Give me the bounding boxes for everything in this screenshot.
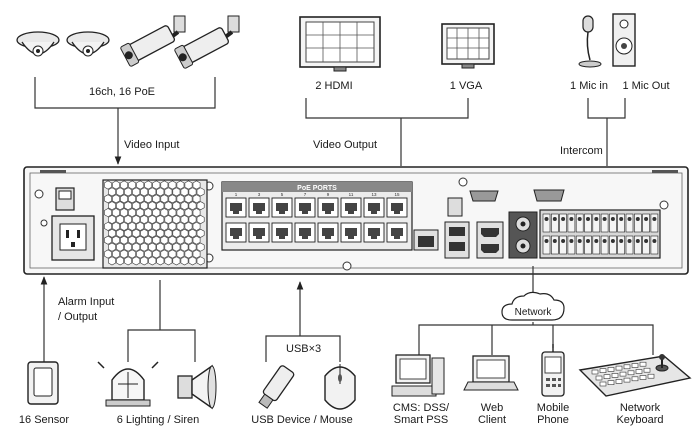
poe-port-number: 5 bbox=[281, 192, 284, 197]
poe-port-number: 15 bbox=[394, 192, 400, 197]
mobile-phone-line2: Phone bbox=[537, 414, 569, 426]
speaker-icon bbox=[612, 13, 636, 67]
poe-port bbox=[271, 222, 293, 243]
alarm-connector bbox=[40, 276, 196, 362]
alarm-title-line2: / Output bbox=[58, 311, 98, 323]
cms-label-line2: Smart PSS bbox=[393, 414, 449, 426]
mobile-phone-icon bbox=[541, 344, 565, 397]
dome-camera-icon bbox=[66, 31, 110, 57]
lan-port-icon bbox=[413, 229, 439, 251]
network-cloud-label: Network bbox=[514, 307, 552, 318]
usb-stick-icon bbox=[258, 365, 295, 409]
laptop-icon bbox=[463, 355, 519, 391]
cameras-count-label: 16ch, 16 PoE bbox=[88, 86, 156, 98]
fan-grille-icon bbox=[102, 179, 208, 269]
poe-port bbox=[248, 197, 270, 218]
usb-title: USB×3 bbox=[286, 343, 322, 355]
web-client-line1: Web bbox=[480, 402, 504, 414]
video-output-connector bbox=[305, 98, 469, 166]
poe-port bbox=[294, 222, 316, 243]
poe-port bbox=[317, 197, 339, 218]
poe-port bbox=[294, 197, 316, 218]
intercom-connector bbox=[587, 98, 626, 166]
hdmi-count-label: 2 HDMI bbox=[315, 80, 353, 92]
mic-out-label: 1 Mic Out bbox=[622, 80, 670, 92]
sensor-label: 16 Sensor bbox=[18, 414, 70, 426]
usb-connector bbox=[265, 281, 341, 362]
chassis-screws bbox=[34, 177, 669, 271]
web-client-line2: Client bbox=[477, 414, 507, 426]
power-socket-icon bbox=[51, 215, 95, 261]
usb-devices-label: USB Device / Mouse bbox=[251, 414, 353, 426]
network-keyboard-line2: Keyboard bbox=[616, 414, 664, 426]
poe-header: PoE PORTS bbox=[297, 185, 337, 192]
lighting-siren-label: 6 Lighting / Siren bbox=[116, 414, 200, 426]
bullet-camera-icon bbox=[174, 15, 240, 69]
poe-port-number: 13 bbox=[371, 192, 377, 197]
hdmi-ports-icon bbox=[476, 221, 504, 259]
video-input-connector bbox=[34, 77, 216, 165]
hdmi-monitor-icon bbox=[299, 16, 381, 72]
poe-port bbox=[386, 222, 408, 243]
vga-monitor-icon bbox=[441, 23, 495, 69]
poe-port bbox=[386, 197, 408, 218]
usb-ports-icon bbox=[444, 221, 470, 259]
bullet-camera-icon bbox=[120, 15, 186, 67]
dome-camera-icon bbox=[16, 31, 60, 57]
poe-port bbox=[340, 197, 362, 218]
poe-port-number: 1 bbox=[235, 192, 238, 197]
cms-label-line1: CMS: DSS/ bbox=[392, 402, 450, 414]
network-keyboard-line1: Network bbox=[619, 402, 661, 414]
mic-in-label: 1 Mic in bbox=[570, 80, 608, 92]
poe-port bbox=[271, 197, 293, 218]
power-switch-icon bbox=[55, 187, 75, 211]
poe-port bbox=[340, 222, 362, 243]
poe-port bbox=[363, 222, 385, 243]
mobile-phone-line1: Mobile bbox=[536, 402, 570, 414]
alarm-terminal-block bbox=[539, 209, 661, 259]
audio-jacks-icon bbox=[508, 211, 538, 259]
poe-port-number: 11 bbox=[349, 192, 354, 197]
video-output-title: Video Output bbox=[313, 139, 378, 151]
cms-computer-icon bbox=[391, 354, 445, 397]
network-cloud-icon bbox=[501, 291, 565, 321]
siren-icon bbox=[177, 364, 217, 410]
intercom-title: Intercom bbox=[560, 145, 603, 157]
poe-port bbox=[317, 222, 339, 243]
microphone-icon bbox=[578, 15, 602, 68]
small-ports-icon bbox=[447, 197, 463, 217]
poe-port-number: 3 bbox=[258, 192, 261, 197]
warning-light-icon bbox=[97, 361, 159, 407]
poe-port bbox=[225, 197, 247, 218]
sensor-icon bbox=[27, 361, 59, 405]
alarm-title-line1: Alarm Input bbox=[58, 296, 115, 308]
video-input-title: Video Input bbox=[124, 139, 180, 151]
vga-port-icon bbox=[469, 189, 565, 202]
poe-port bbox=[363, 197, 385, 218]
network-keyboard-icon bbox=[578, 354, 692, 397]
poe-port bbox=[248, 222, 270, 243]
poe-port-number: 9 bbox=[327, 192, 330, 197]
poe-port bbox=[225, 222, 247, 243]
poe-port-number: 7 bbox=[304, 192, 307, 197]
vga-count-label: 1 VGA bbox=[449, 80, 483, 92]
mouse-icon bbox=[324, 364, 356, 410]
